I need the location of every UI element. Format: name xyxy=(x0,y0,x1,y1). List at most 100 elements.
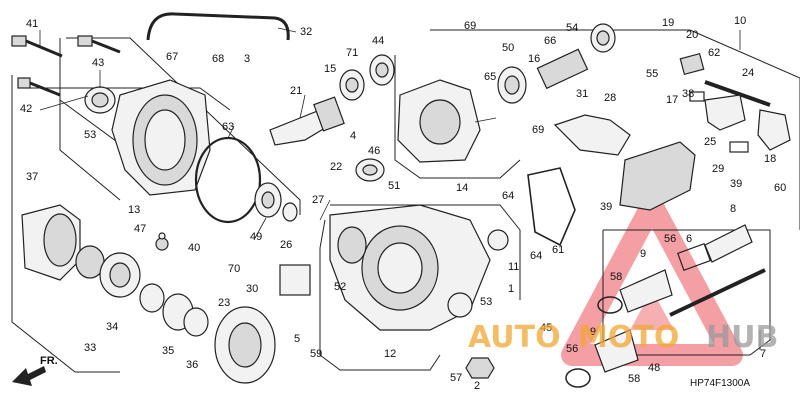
callout-34: 34 xyxy=(106,321,118,333)
plug-40 xyxy=(155,232,169,251)
o-ring-63 xyxy=(194,136,262,224)
callout-27: 27 xyxy=(312,194,324,206)
bearing-71 xyxy=(339,69,365,101)
callout-labels: 41 43 42 53 13 37 47 40 33 34 35 36 23 6… xyxy=(20,15,786,392)
bearing-54 xyxy=(590,23,616,53)
callout-40: 40 xyxy=(188,242,200,254)
callout-63: 63 xyxy=(222,121,234,133)
shaft-7 xyxy=(669,268,766,317)
callout-58b: 58 xyxy=(628,373,640,385)
callout-45: 45 xyxy=(540,322,552,334)
collar-20 xyxy=(679,52,705,76)
callout-44: 44 xyxy=(372,35,384,47)
watermark-text: AUTO MOTO HUB xyxy=(468,320,778,355)
callout-26: 26 xyxy=(280,239,292,251)
boot-9a xyxy=(619,269,673,313)
callout-65: 65 xyxy=(484,71,496,83)
callout-24: 24 xyxy=(742,67,754,79)
lever-31-28 xyxy=(553,114,631,156)
callout-60: 60 xyxy=(774,182,786,194)
callout-64b: 64 xyxy=(530,250,542,262)
callout-56b: 56 xyxy=(566,343,578,355)
callout-69b: 69 xyxy=(532,124,544,136)
group-frames xyxy=(11,29,800,373)
gasket-61 xyxy=(527,167,576,247)
bolt-43 xyxy=(77,35,121,54)
callout-41: 41 xyxy=(26,18,38,30)
front-direction-arrow: FR. xyxy=(12,355,58,386)
pinion-gear-21 xyxy=(269,96,345,146)
callout-62: 62 xyxy=(708,47,720,59)
band-58 xyxy=(565,296,623,388)
boot-9b xyxy=(594,329,639,373)
callout-29: 29 xyxy=(712,163,724,175)
callout-56a: 56 xyxy=(664,233,676,245)
callout-69a: 69 xyxy=(464,20,476,32)
callout-25: 25 xyxy=(704,136,716,148)
rear-housing-13 xyxy=(111,79,211,196)
callout-20: 20 xyxy=(686,29,698,41)
leader-lines xyxy=(39,27,761,350)
svg-text:FR.: FR. xyxy=(40,355,58,367)
callout-12: 12 xyxy=(384,348,396,360)
callout-54: 54 xyxy=(566,22,578,34)
callout-9a: 9 xyxy=(640,248,646,260)
callout-64a: 64 xyxy=(502,190,514,202)
callout-67: 67 xyxy=(166,51,178,63)
seal-11 xyxy=(487,229,509,251)
gear-cover-14 xyxy=(397,79,481,163)
shaft-66-16 xyxy=(536,48,589,90)
callout-42: 42 xyxy=(20,103,32,115)
callout-15: 15 xyxy=(324,63,336,75)
callout-71: 71 xyxy=(346,47,358,59)
callout-35: 35 xyxy=(162,345,174,357)
breather-tube-32 xyxy=(146,12,290,41)
callout-16: 16 xyxy=(528,53,540,65)
fork-10-end xyxy=(757,109,791,151)
callout-52: 52 xyxy=(334,281,346,293)
shim-26 xyxy=(282,202,298,222)
bearing-44 xyxy=(369,54,395,86)
callout-4: 4 xyxy=(350,130,356,142)
callout-10: 10 xyxy=(734,15,746,27)
callout-22: 22 xyxy=(330,161,342,173)
bearing-53a xyxy=(84,86,116,114)
oil-seal-22 xyxy=(355,158,385,182)
callout-32: 32 xyxy=(300,26,312,38)
callout-23: 23 xyxy=(218,297,230,309)
callout-68: 68 xyxy=(212,53,224,65)
callout-6: 6 xyxy=(686,233,692,245)
bearing-53b xyxy=(447,292,473,318)
callout-58a: 58 xyxy=(610,271,622,283)
callout-47: 47 xyxy=(134,223,146,235)
spring-17 xyxy=(689,91,705,102)
callout-39a: 39 xyxy=(730,178,742,190)
shaft-24 xyxy=(704,80,771,107)
callout-53b: 53 xyxy=(480,296,492,308)
callout-61: 61 xyxy=(552,244,564,256)
callout-59: 59 xyxy=(310,348,322,360)
svg-text:AUTO: AUTO xyxy=(468,320,561,355)
callout-51: 51 xyxy=(388,180,400,192)
diagram-code: HP74F1300A xyxy=(690,378,750,389)
callout-19: 19 xyxy=(662,17,674,29)
fork-25 xyxy=(704,94,746,131)
svg-text:MOTO: MOTO xyxy=(578,320,679,355)
callout-9b: 9 xyxy=(590,326,596,338)
callout-21: 21 xyxy=(290,85,302,97)
bearing-50 xyxy=(497,66,527,104)
bearing-49 xyxy=(254,182,282,218)
clip-30 xyxy=(279,264,311,296)
bolt-42 xyxy=(17,77,61,97)
callout-30: 30 xyxy=(246,283,258,295)
differential-case-37 xyxy=(21,204,81,281)
callout-18: 18 xyxy=(764,153,776,165)
callout-38: 38 xyxy=(682,88,694,100)
svg-text:HUB: HUB xyxy=(706,320,778,355)
callout-13: 13 xyxy=(128,204,140,216)
spring-18 xyxy=(729,141,749,153)
callout-17: 17 xyxy=(666,94,678,106)
callout-5: 5 xyxy=(294,333,300,345)
callout-39b: 39 xyxy=(600,201,612,213)
